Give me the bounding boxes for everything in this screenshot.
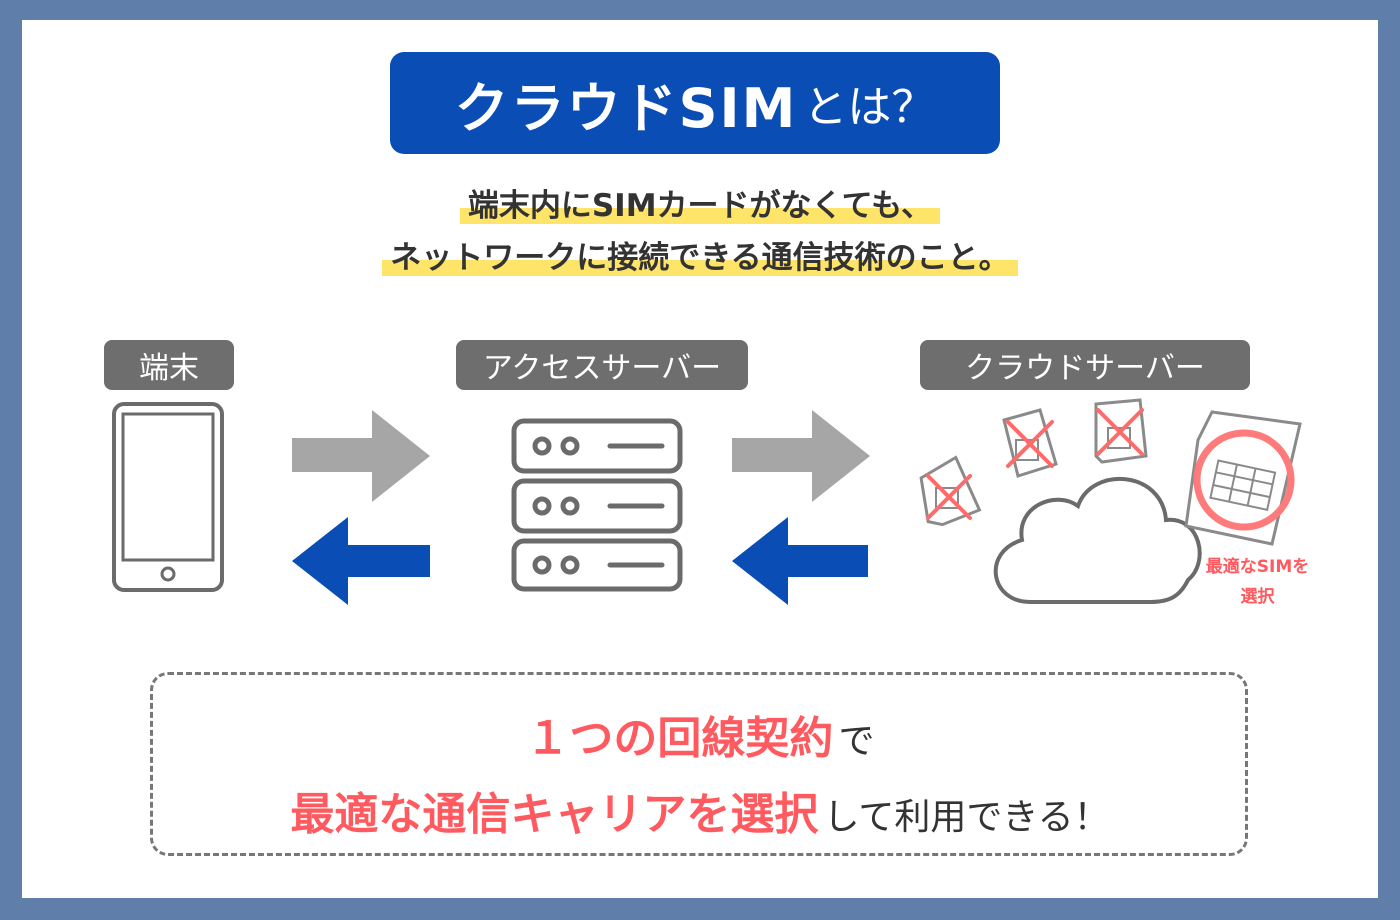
summary-box <box>150 672 1248 856</box>
infographic-card <box>22 20 1378 898</box>
cloud-icon <box>993 476 1202 604</box>
sim-note-line-2: 選択 <box>1240 587 1275 607</box>
arrow-left-icon <box>732 517 868 605</box>
cross-mark-icon <box>1006 420 1054 468</box>
label-cloud-server: クラウドサーバー <box>920 340 1250 390</box>
arrow-right-icon <box>292 410 430 502</box>
cross-mark-icon <box>1096 408 1144 456</box>
summary-line-1-emphasis: １つの回線契約 <box>525 713 834 764</box>
subtitle-line-1: 端末内にSIMカードがなくても、 <box>0 180 1400 225</box>
title-suffix: とは？ <box>803 82 936 133</box>
cross-mark-icon <box>926 474 972 520</box>
arrow-left-icon <box>292 517 430 605</box>
circle-mark-icon <box>1193 429 1295 531</box>
sim-selection-note: 最適なSIMを 選択 <box>1185 552 1330 612</box>
subtitle-line-2: ネットワークに接続できる通信技術のこと。 <box>0 232 1400 277</box>
subtitle-line-1-text: 端末内にSIMカードがなくても、 <box>459 188 941 224</box>
summary-line-2-rest: して利用できる！ <box>823 797 1110 838</box>
smartphone-icon <box>112 402 224 592</box>
title-main: クラウドSIM <box>454 76 798 140</box>
arrow-right-icon <box>732 410 870 502</box>
summary-line-2-emphasis: 最適な通信キャリアを選択 <box>290 789 819 840</box>
label-device: 端末 <box>104 340 234 390</box>
label-access-server: アクセスサーバー <box>456 340 748 390</box>
server-rack-icon <box>511 418 683 592</box>
title-banner: クラウドSIM とは？ <box>390 52 1000 154</box>
summary-line-1-rest: で <box>838 721 875 762</box>
sim-note-line-1: 最適なSIMを <box>1205 557 1310 577</box>
summary-line-2: 最適な通信キャリアを選択 して利用できる！ <box>0 778 1400 842</box>
summary-line-1: １つの回線契約 で <box>0 702 1400 766</box>
subtitle-line-2-text: ネットワークに接続できる通信技術のこと。 <box>382 240 1018 276</box>
